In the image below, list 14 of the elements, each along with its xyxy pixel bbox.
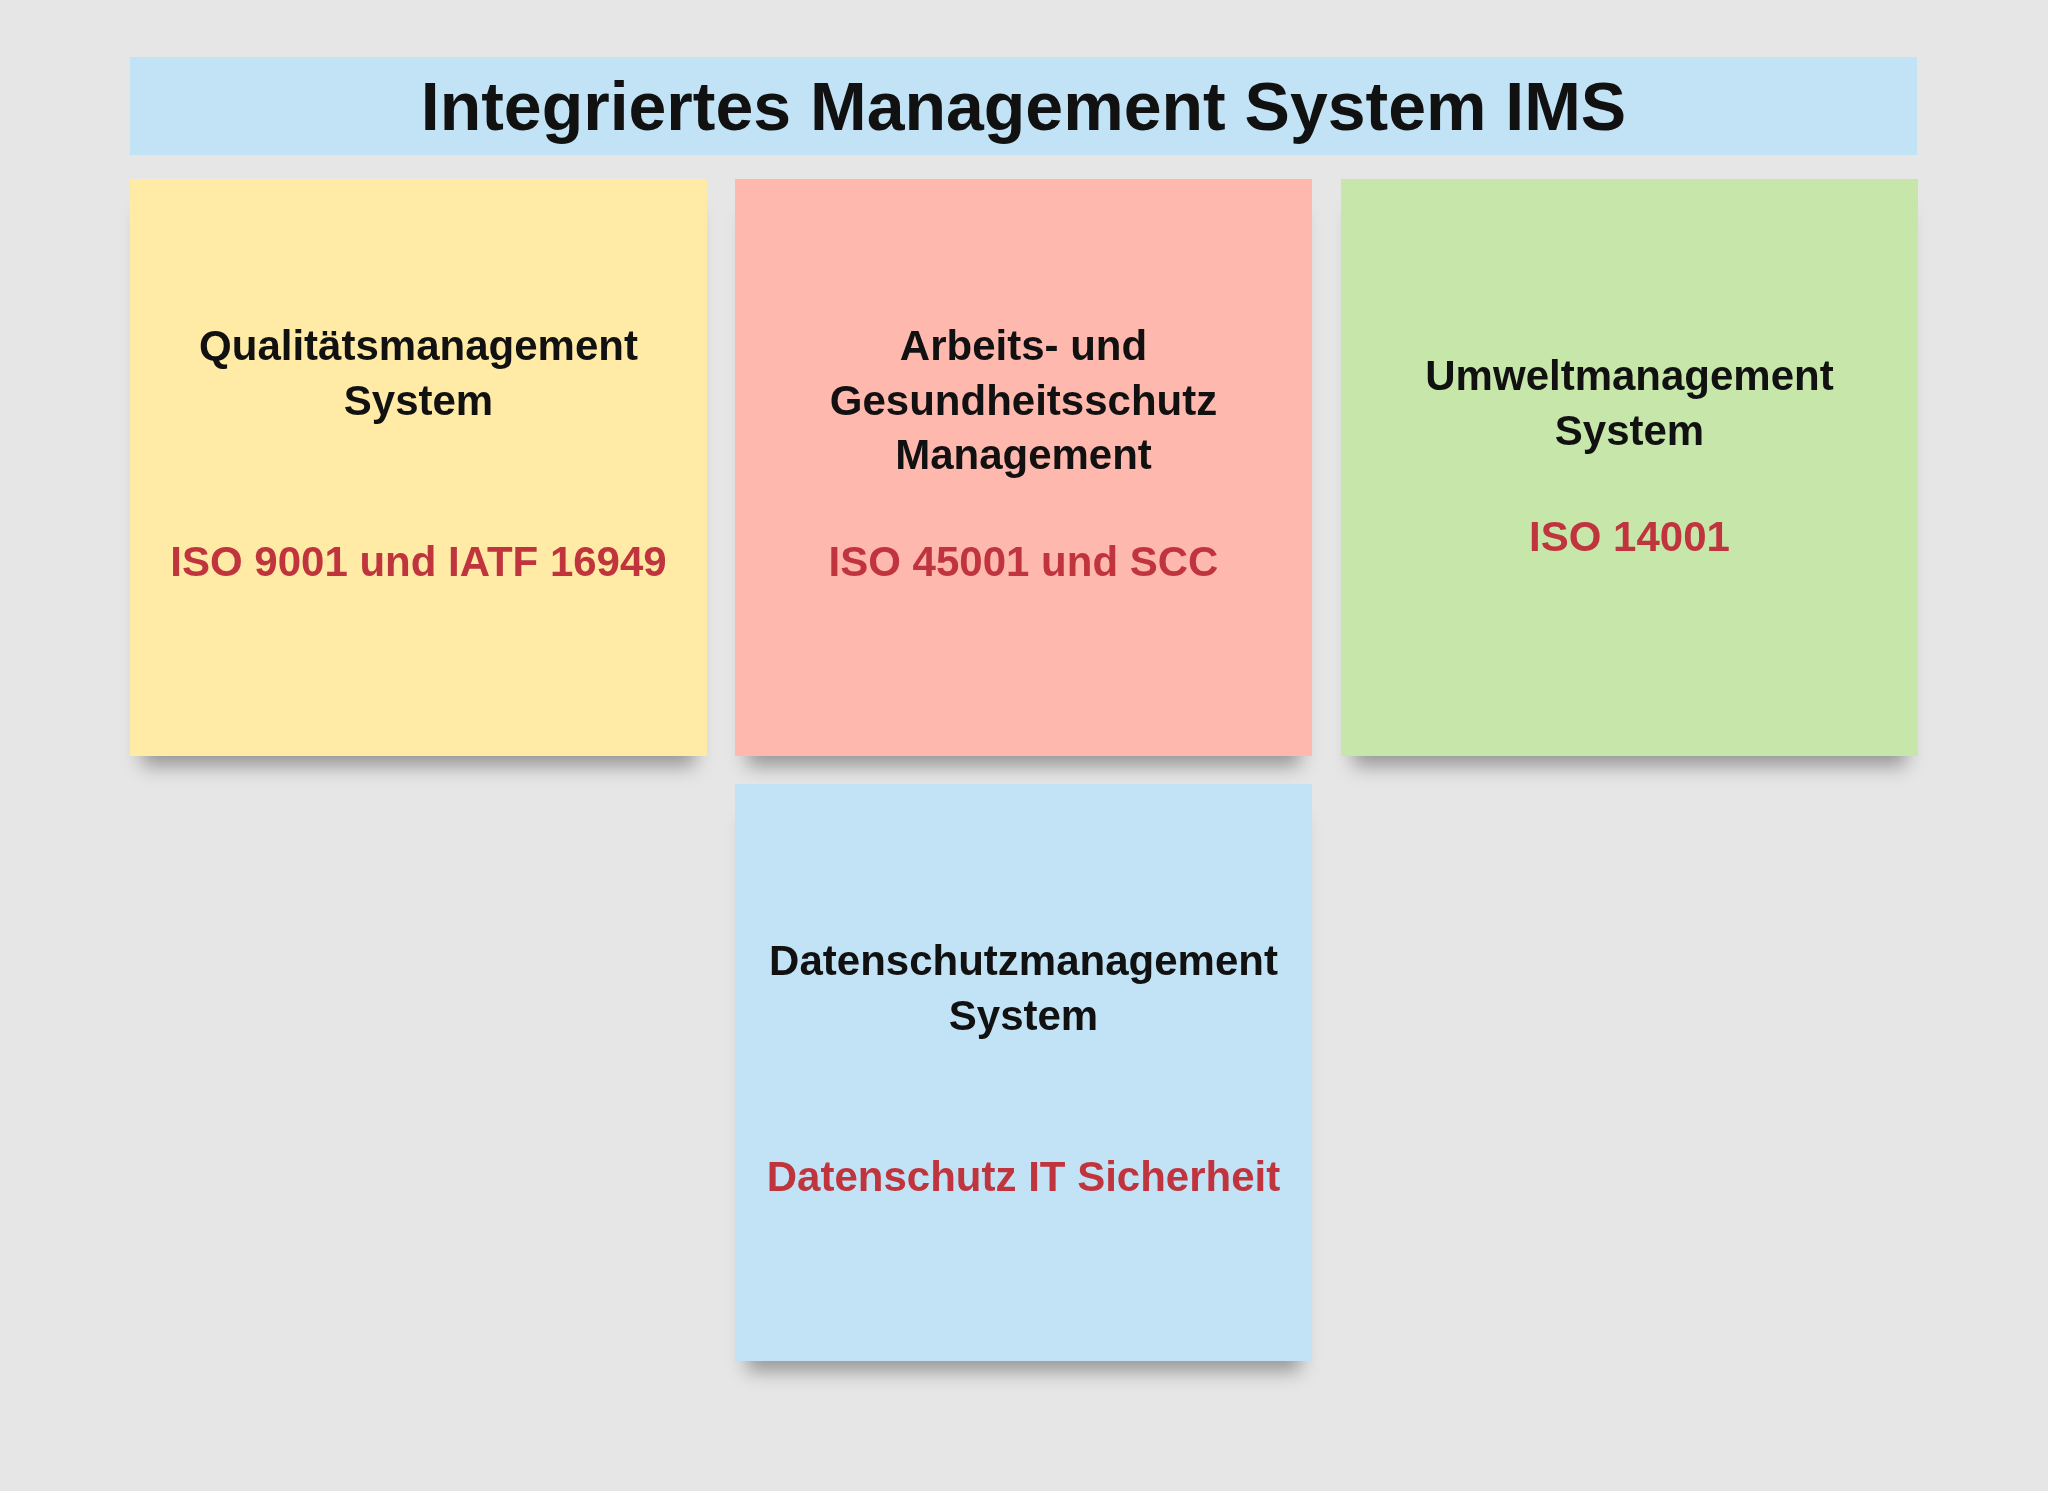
standard-label: ISO 45001 und SCC (828, 537, 1219, 586)
banner-heading: Integriertes Management System IMS (420, 67, 1627, 145)
category-card (735, 784, 1312, 1361)
card-heading: Arbeits- und Gesundheitsschutz Management (828, 321, 1219, 481)
title-banner (130, 57, 1917, 155)
standard-label: Datenschutz IT Sicherheit (766, 1153, 1281, 1202)
category-card (1341, 179, 1918, 756)
card-heading: Umweltmanagement System (1424, 351, 1835, 456)
category-card (130, 179, 707, 756)
card-heading: Datenschutzmanagement System (768, 936, 1279, 1041)
card-heading: Qualitätsmanagement System (198, 321, 639, 426)
category-card (735, 179, 1312, 756)
standard-label: ISO 9001 und IATF 16949 (170, 538, 667, 587)
standard-label: ISO 14001 (1529, 513, 1730, 562)
